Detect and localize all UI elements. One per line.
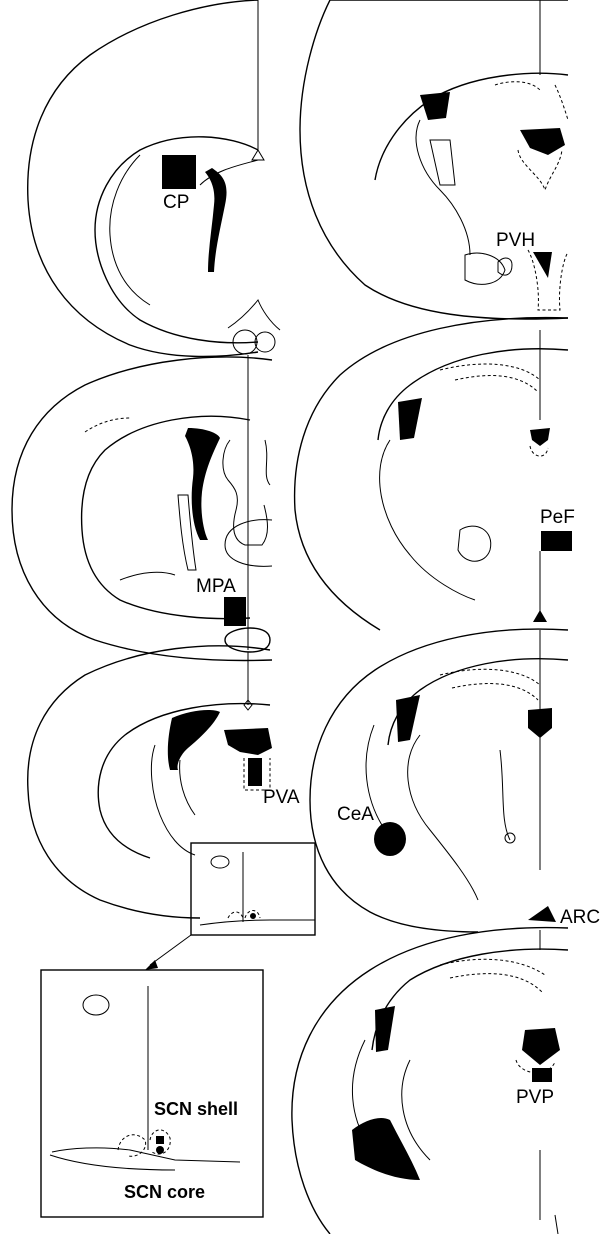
section-cea: CeA ARC	[310, 629, 600, 932]
cp-marker	[162, 155, 196, 189]
section-mpa: MPA	[12, 355, 272, 710]
mpa-label: MPA	[196, 576, 236, 597]
scn-shell-label: SCN shell	[154, 1099, 238, 1119]
scn-inset-enlarged: SCN shell SCN core	[41, 970, 263, 1217]
pva-marker	[248, 758, 262, 786]
scn-inset-frame	[191, 843, 315, 935]
section-pvh: PVH	[300, 0, 568, 319]
section-pva: PVA	[28, 646, 315, 970]
scn-core-label: SCN core	[124, 1182, 205, 1202]
mpa-marker	[224, 597, 246, 626]
section-pvp: PVP	[292, 928, 568, 1234]
pvh-marker	[533, 252, 552, 278]
pef-label: PeF	[540, 507, 575, 528]
section-cp: CP	[28, 0, 280, 356]
arc-label: ARC	[560, 907, 600, 928]
cp-label: CP	[163, 192, 189, 213]
cea-label: CeA	[337, 804, 374, 825]
cea-marker	[374, 822, 406, 856]
arc-marker	[528, 906, 556, 922]
pvp-label: PVP	[516, 1087, 554, 1108]
pef-marker	[541, 531, 572, 551]
pvh-label: PVH	[496, 230, 535, 251]
pvp-marker	[532, 1068, 552, 1082]
pva-label: PVA	[263, 787, 300, 808]
section-pef: PeF	[295, 318, 575, 630]
